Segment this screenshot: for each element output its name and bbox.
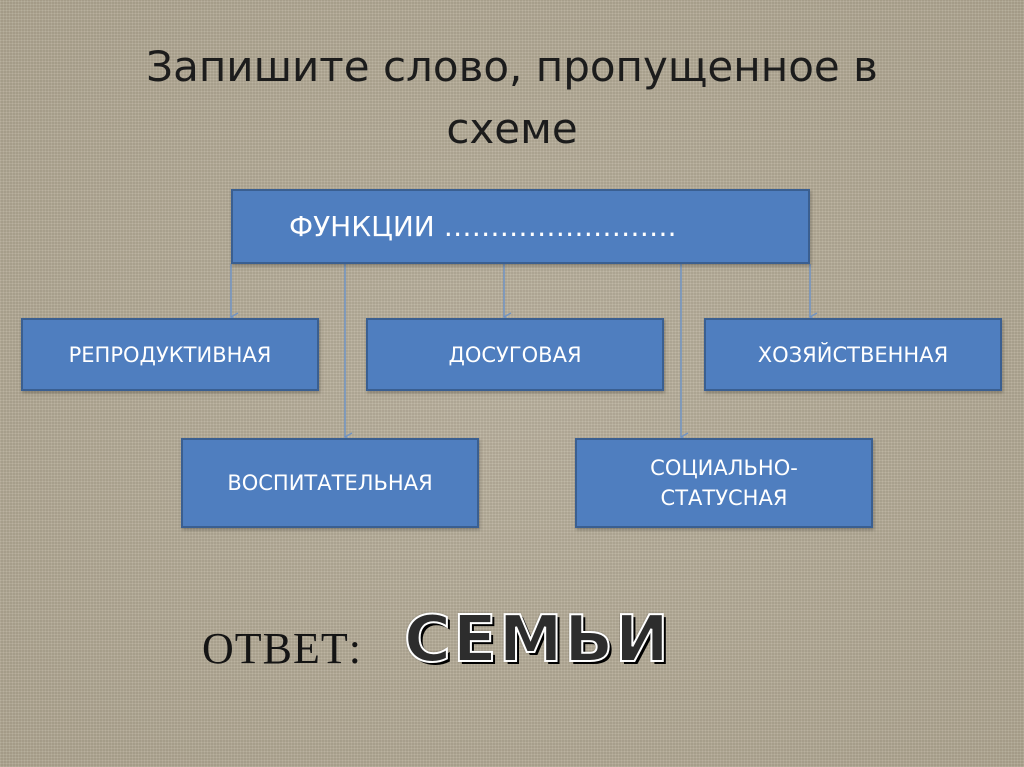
- answer-label: ОТВЕТ:: [202, 624, 362, 673]
- slide-title: Запишите слово, пропущенное в схеме: [0, 36, 1024, 160]
- diagram-box-social-status: СОЦИАЛЬНО- СТАТУСНАЯ: [575, 438, 873, 528]
- diagram-root-box: ФУНКЦИИ …………………….: [231, 189, 810, 264]
- diagram-box-label: СОЦИАЛЬНО- СТАТУСНАЯ: [650, 456, 798, 510]
- slide-title-line-2: схеме: [446, 104, 578, 153]
- diagram-box-label: ДОСУГОВАЯ: [448, 342, 582, 367]
- diagram-box-label: РЕПРОДУКТИВНАЯ: [68, 342, 272, 367]
- diagram-box-label: ВОСПИТАТЕЛЬНАЯ: [227, 471, 433, 495]
- diagram-box-reproductive: РЕПРОДУКТИВНАЯ: [21, 318, 319, 391]
- diagram-box-economic: ХОЗЯЙСТВЕННАЯ: [704, 318, 1002, 391]
- diagram-box-leisure: ДОСУГОВАЯ: [366, 318, 664, 391]
- diagram-box-educational: ВОСПИТАТЕЛЬНАЯ: [181, 438, 479, 528]
- slide-title-line-1: Запишите слово, пропущенное в: [146, 42, 878, 91]
- diagram-root-label: ФУНКЦИИ …………………….: [289, 209, 677, 243]
- answer-word: СЕМЬИ: [403, 602, 671, 678]
- diagram-box-label: ХОЗЯЙСТВЕННАЯ: [757, 342, 949, 367]
